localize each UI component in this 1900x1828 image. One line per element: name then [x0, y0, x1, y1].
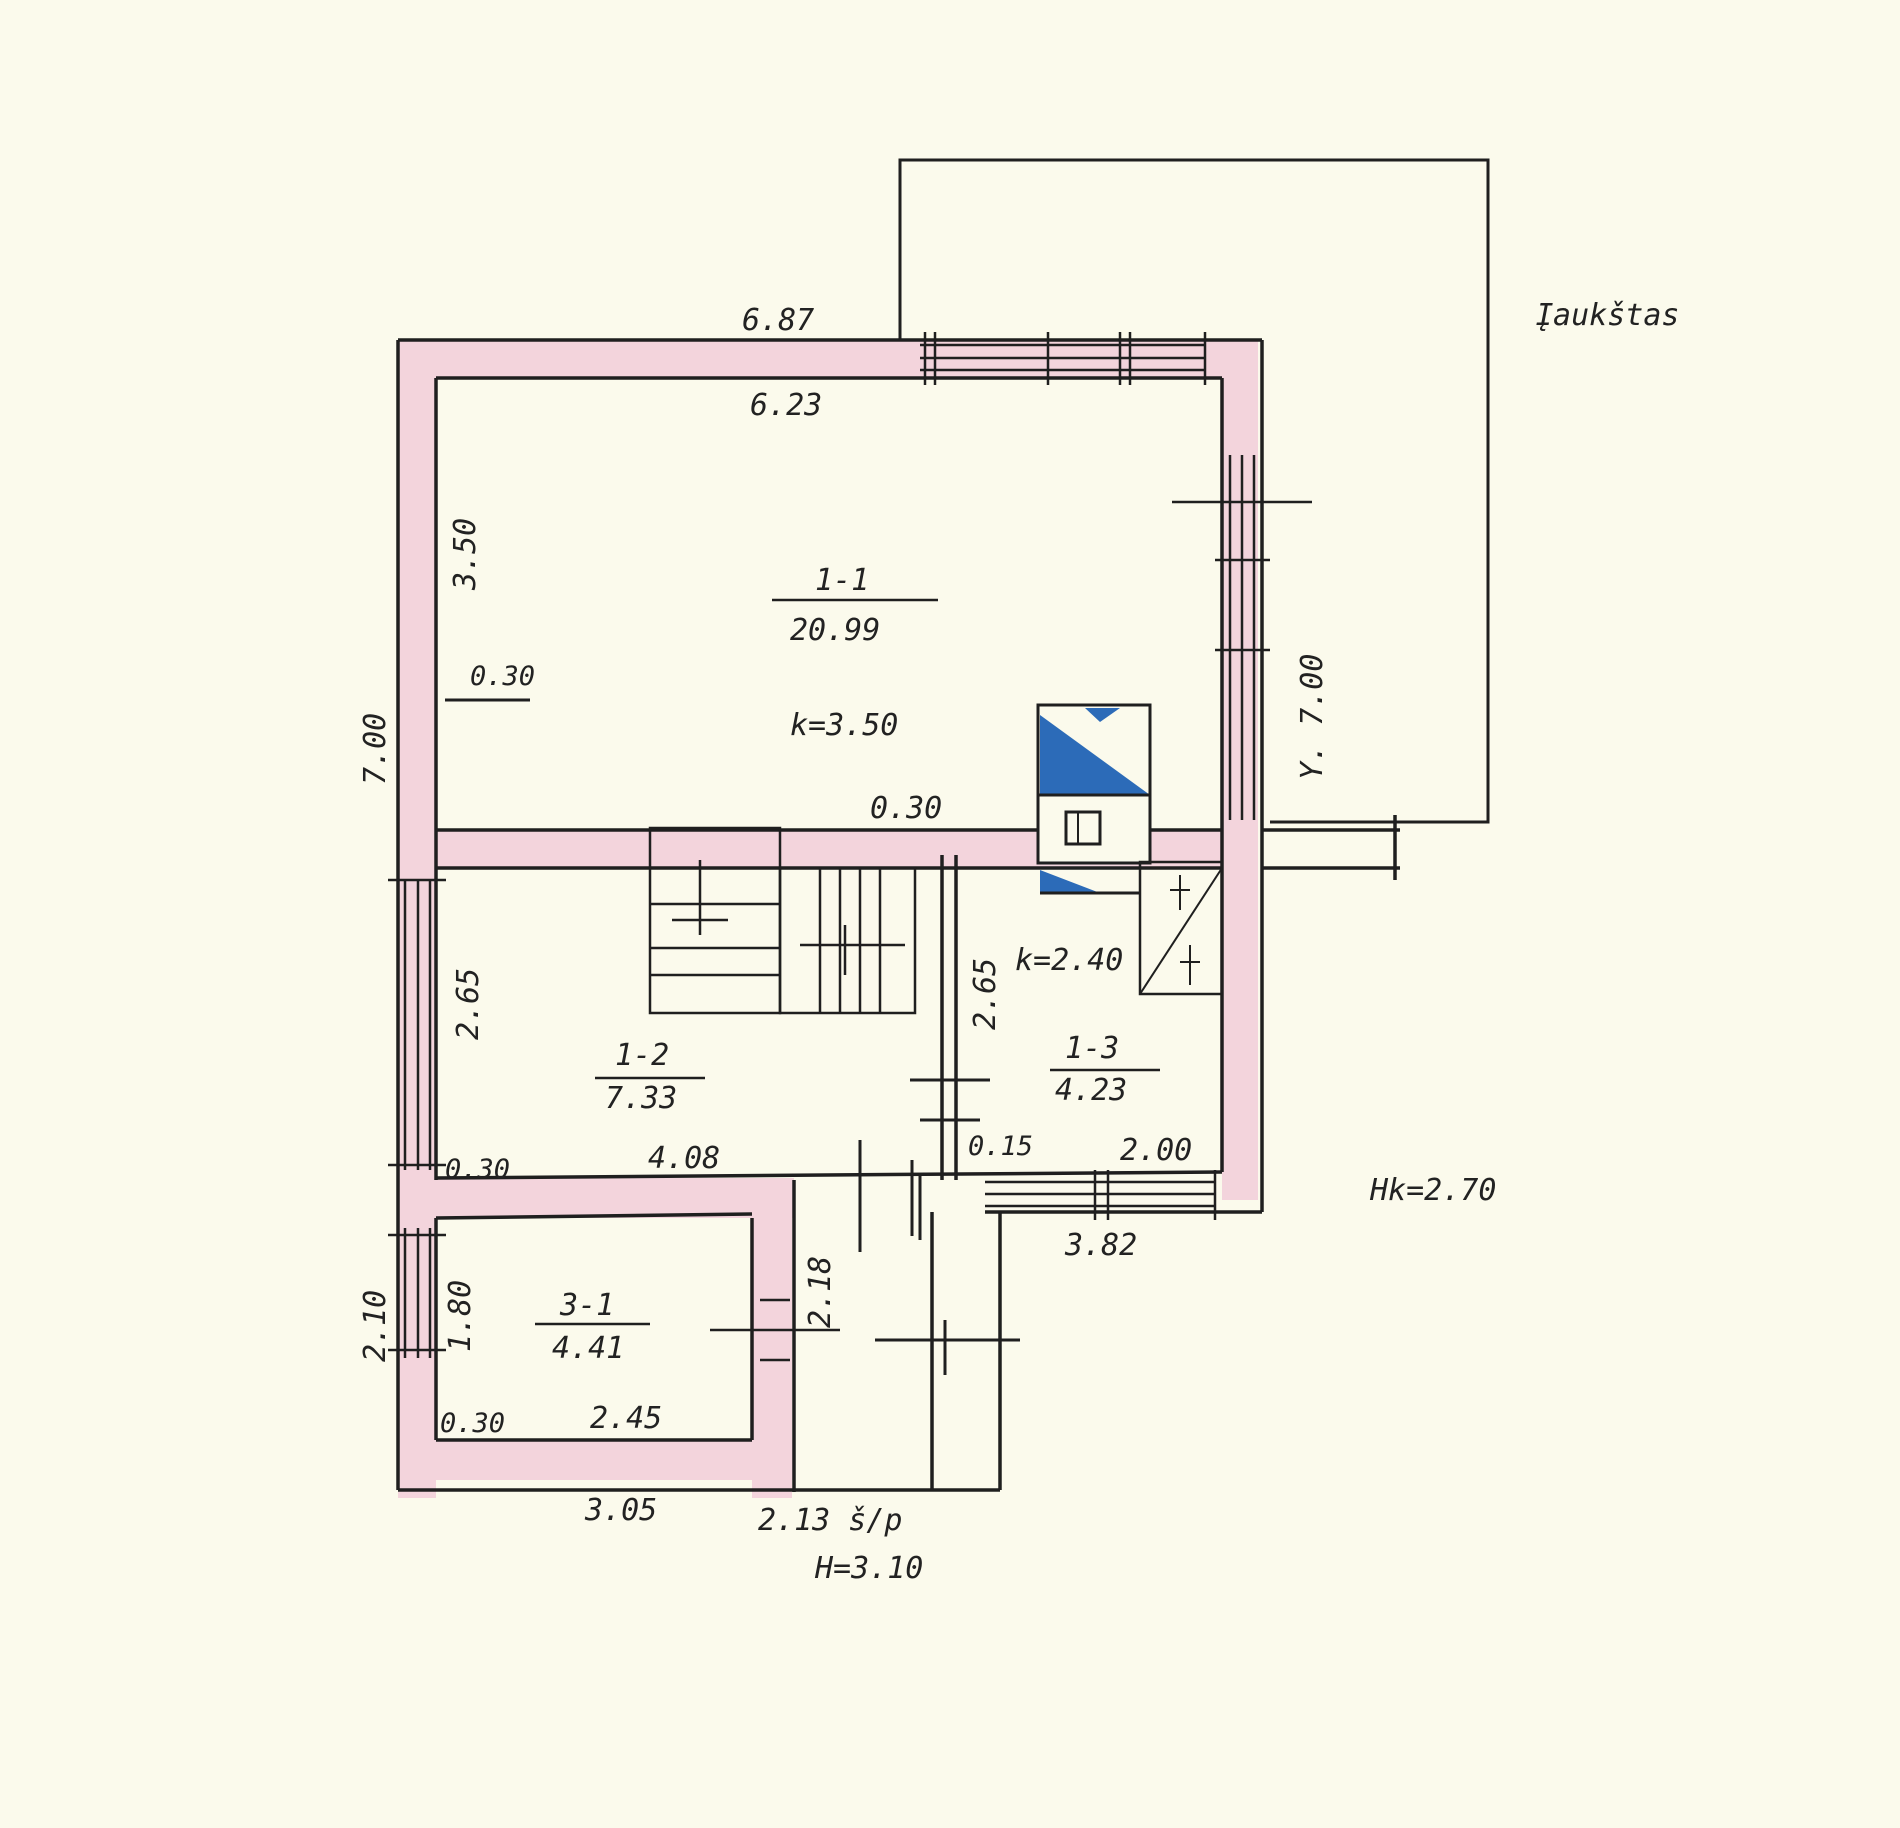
label-len-305: 3.05: [584, 1493, 657, 1528]
label-inner-top: 6.23: [750, 388, 822, 423]
label-left-low-outer: 2.10: [358, 1290, 393, 1362]
label-area-1-3: 4.23: [1055, 1073, 1127, 1108]
label-len-213: 2.13 š/p: [758, 1503, 903, 1538]
label-mid-stair: 2.65: [968, 958, 1003, 1030]
dimension-labels: 6.87 6.23 3.50 0.30 1-1 20.99 k=3.50 7.0…: [358, 298, 1680, 1586]
label-room-1-3: 1-3: [1065, 1031, 1119, 1066]
label-wall-030-b: 0.30: [445, 1154, 510, 1185]
label-room-1-1: 1-1: [815, 563, 869, 598]
label-len-200: 2.00: [1120, 1133, 1192, 1168]
stove: [1036, 703, 1224, 996]
label-partition-030: 0.30: [870, 791, 942, 826]
label-room-3-1: 3-1: [559, 1288, 614, 1323]
label-area-1-1: 20.99: [790, 613, 880, 648]
staircase: [648, 826, 917, 1015]
label-right-outer: Y. 7.00: [1295, 654, 1330, 780]
label-area-1-2: 7.33: [605, 1081, 677, 1116]
terrace-outline: [898, 158, 1490, 824]
label-len-408: 4.08: [648, 1141, 720, 1176]
label-height-1-3: k=2.40: [1015, 943, 1123, 978]
label-h-total: H=3.10: [814, 1551, 923, 1586]
walls: [396, 338, 1400, 1492]
label-terrace: Įaukštas: [1535, 298, 1680, 333]
label-len-382: 3.82: [1064, 1228, 1137, 1263]
label-wall-015: 0.15: [968, 1131, 1033, 1162]
label-right-low: 2.18: [803, 1256, 838, 1328]
label-wall-030-a: 0.30: [470, 661, 535, 692]
label-height-1-1: k=3.50: [790, 708, 898, 743]
label-hk: Hk=2.70: [1369, 1173, 1496, 1208]
label-left-low-inner: 1.80: [443, 1280, 478, 1352]
label-len-245: 2.45: [590, 1401, 662, 1436]
label-room-1-2: 1-2: [615, 1038, 669, 1073]
label-left-outer: 7.00: [358, 713, 393, 785]
fraction-bars: [535, 598, 1160, 1326]
label-outer-top: 6.87: [742, 303, 814, 338]
label-left-upper: 3.50: [448, 518, 483, 591]
label-left-mid: 2.65: [451, 968, 486, 1040]
label-area-3-1: 4.41: [552, 1331, 624, 1366]
windows: [388, 332, 1312, 1362]
door-marks: [445, 698, 1020, 1375]
label-wall-030-c: 0.30: [440, 1408, 505, 1439]
